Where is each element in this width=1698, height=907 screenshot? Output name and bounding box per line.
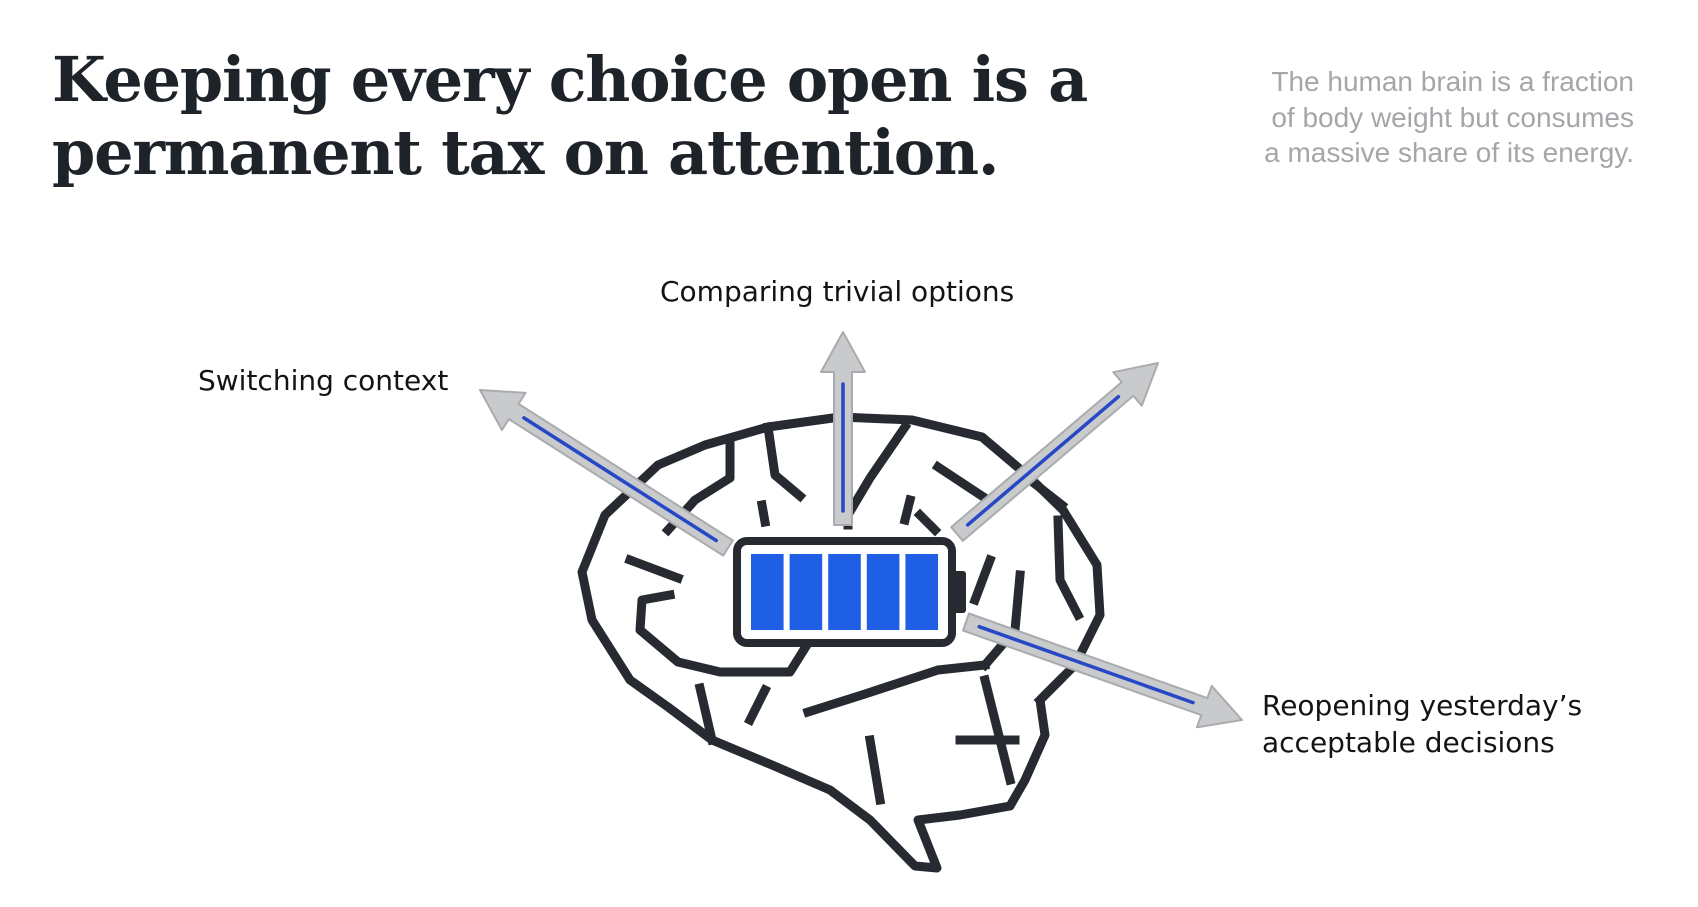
battery-cell	[905, 554, 938, 630]
battery-cell	[751, 554, 784, 630]
side-note-line-3: a massive share of its energy.	[1264, 137, 1634, 169]
side-note-line-2: of body weight but consumes	[1271, 101, 1634, 133]
label-right-line-2: acceptable decisions	[1262, 725, 1555, 759]
arrow-lower-right-core-line	[977, 624, 1195, 705]
brain-icon	[577, 412, 1105, 873]
label-reopening-decisions: Reopening yesterday’s acceptable decisio…	[1262, 688, 1582, 762]
battery-terminal	[952, 571, 966, 613]
battery-cell	[866, 554, 900, 630]
label-left-text: Switching context	[198, 364, 449, 397]
headline: Keeping every choice open is a permanent…	[52, 43, 1172, 189]
label-top-text: Comparing trivial options	[660, 275, 1015, 308]
battery-cell	[828, 554, 861, 630]
side-note: The human brain is a fraction of body we…	[1154, 64, 1634, 171]
battery-cell	[789, 554, 823, 630]
headline-line-1: Keeping every choice open is a	[52, 43, 1088, 116]
label-right-line-1: Reopening yesterday’s	[1262, 689, 1583, 722]
label-switching-context: Switching context	[198, 363, 448, 400]
label-comparing-trivial-options: Comparing trivial options	[660, 274, 1014, 311]
arrows-group	[479, 331, 1243, 729]
headline-line-2: permanent tax on attention.	[52, 115, 999, 189]
arrow-upper-right-core-line	[965, 394, 1121, 527]
battery-icon	[733, 537, 966, 647]
side-note-line-1: The human brain is a fraction	[1271, 66, 1634, 97]
arrow-upper-left-core-line	[522, 416, 718, 543]
arrow-upper-left-icon	[479, 389, 734, 557]
